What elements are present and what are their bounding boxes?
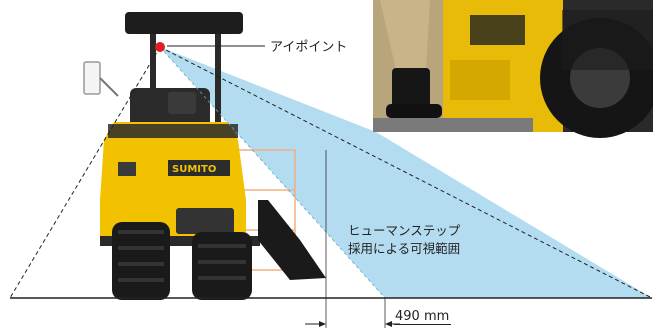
eye-point-dot <box>155 42 165 52</box>
eye-point-label: アイポイント <box>270 40 348 55</box>
visible-range-label-line2: 採用による可視範囲 <box>348 241 461 256</box>
svg-text:SUMITO: SUMITO <box>172 164 216 175</box>
visible-range-label-line1: ヒューマンステップ <box>348 223 461 238</box>
right-sightline <box>159 46 653 299</box>
roller-machine-illustration: SUMITO <box>83 12 326 300</box>
distance-label: 490 mm <box>393 309 452 325</box>
inset-photo <box>373 0 653 138</box>
